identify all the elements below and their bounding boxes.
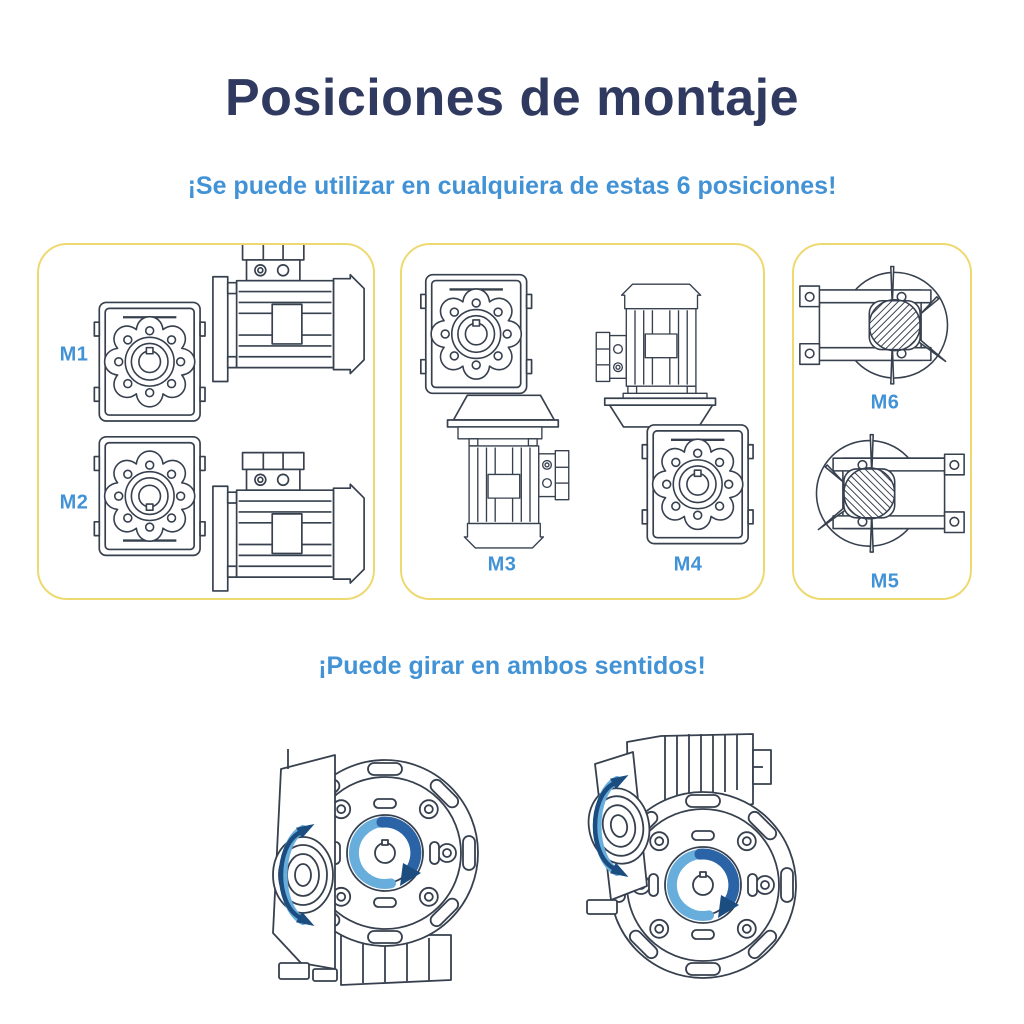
- m3-m4-drawings: [402, 245, 763, 549]
- label-m3: M3: [487, 553, 517, 576]
- positions-subtitle: ¡Se puede utilizar en cualquiera de esta…: [187, 172, 837, 200]
- rotation-subtitle: ¡Puede girar en ambos sentidos!: [318, 652, 706, 680]
- panel-m6-m5: [792, 243, 972, 600]
- page-title: Posiciones de montaje: [225, 69, 799, 127]
- label-m4: M4: [673, 553, 703, 576]
- label-m5: M5: [870, 570, 900, 593]
- panel-m3-m4: [400, 243, 765, 600]
- panel-m1-m2: [37, 243, 375, 600]
- label-m2: M2: [59, 491, 89, 514]
- label-m6: M6: [870, 391, 900, 414]
- label-m1: M1: [59, 343, 89, 366]
- m2-gearmotor-drawing: [94, 437, 365, 592]
- m5-bottomview-drawing: [815, 433, 965, 553]
- gearbox-rotation-drawing-right: [580, 733, 797, 979]
- m3-gearmotor-drawing: [421, 275, 570, 549]
- m4-gearmotor-drawing: [595, 283, 753, 543]
- m6-topview-drawing: [799, 265, 949, 385]
- gearbox-rotation-drawing-left: [272, 749, 479, 986]
- m1-gearmotor-drawing: [94, 245, 365, 421]
- m6-m5-drawings: [799, 265, 965, 553]
- m1-m2-drawings: [39, 245, 365, 592]
